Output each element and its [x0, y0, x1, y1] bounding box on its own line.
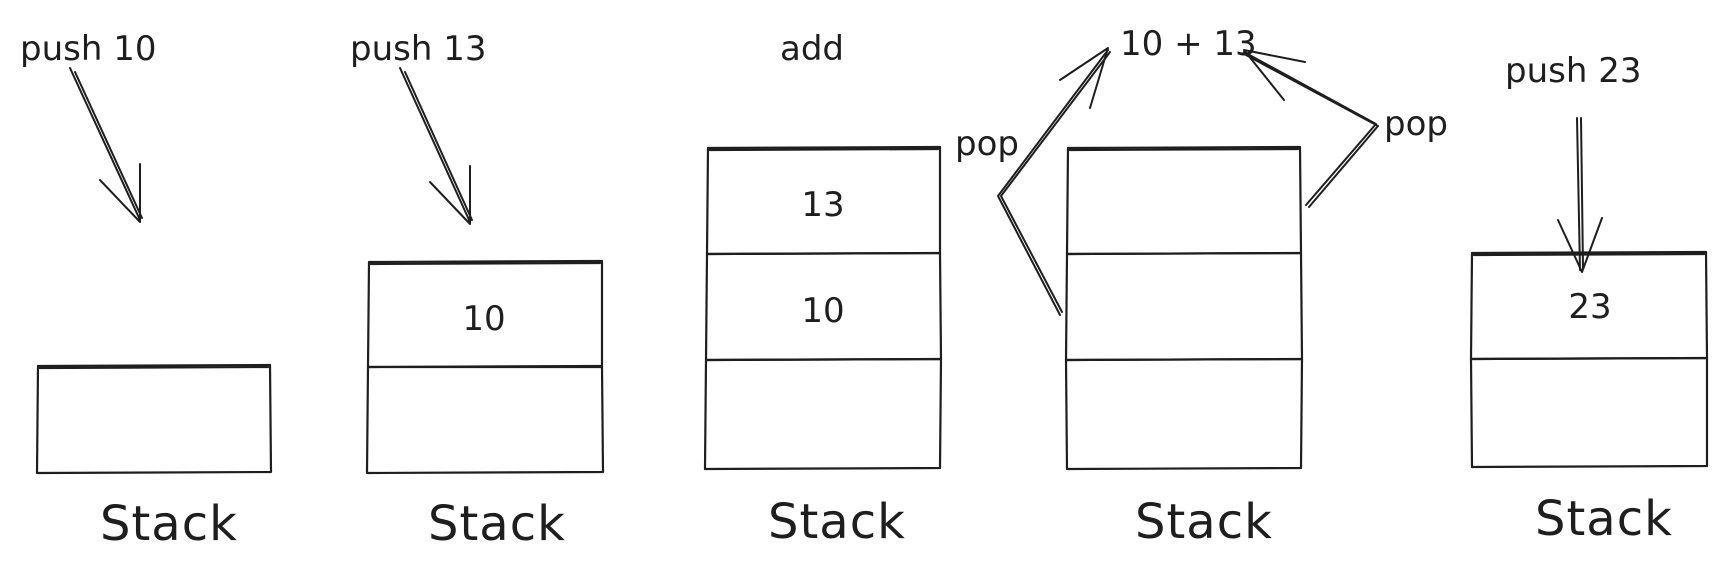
- pop-right-group: pop: [1243, 49, 1448, 208]
- stack-cell-4-2: [1064, 251, 1304, 362]
- stack-value-10-b: 10: [801, 291, 844, 331]
- stack-value-10: 10: [462, 299, 505, 339]
- arrow-push-23: [1557, 117, 1603, 273]
- stack-cell-5-2: [1469, 356, 1709, 469]
- panel-push-10: push 10 Stack: [20, 29, 273, 552]
- stack-cell-3-3: [703, 357, 943, 471]
- pop-label-right: pop: [1384, 104, 1448, 144]
- stack-caption-4: Stack: [1135, 494, 1273, 550]
- stack-caption-2: Stack: [428, 496, 566, 552]
- arrow-push-10: [69, 67, 143, 223]
- stack-cell-4-1: [1065, 145, 1303, 256]
- pop-left-group: pop: [955, 47, 1111, 316]
- op-label-add: add: [780, 29, 844, 69]
- pop-label-left: pop: [955, 124, 1019, 164]
- panel-popped: Stack: [1064, 145, 1304, 550]
- expression-label: 10 + 13: [1120, 24, 1257, 64]
- stack-caption-3: Stack: [768, 494, 906, 550]
- arrow-pop-left: [997, 47, 1111, 316]
- arrow-pop-right: [1243, 49, 1379, 208]
- stack-value-13: 13: [801, 185, 844, 225]
- panel-push-23: push 23 23 Stack: [1469, 51, 1709, 547]
- stack-value-23: 23: [1568, 287, 1611, 327]
- stack-cell-2-2: [365, 364, 605, 475]
- panel-push-13: push 13 10 Stack: [350, 29, 605, 552]
- op-label-push-13: push 13: [350, 29, 486, 69]
- arrow-push-13: [399, 67, 473, 225]
- panel-add: add 13 10 Stack: [703, 29, 943, 550]
- stack-cell-4-3: [1064, 357, 1304, 471]
- stack-caption-5: Stack: [1535, 491, 1673, 547]
- op-label-push-10: push 10: [20, 29, 156, 69]
- stack-cell-1-1: [35, 363, 273, 475]
- stack-caption-1: Stack: [100, 496, 238, 552]
- op-label-push-23: push 23: [1505, 51, 1641, 91]
